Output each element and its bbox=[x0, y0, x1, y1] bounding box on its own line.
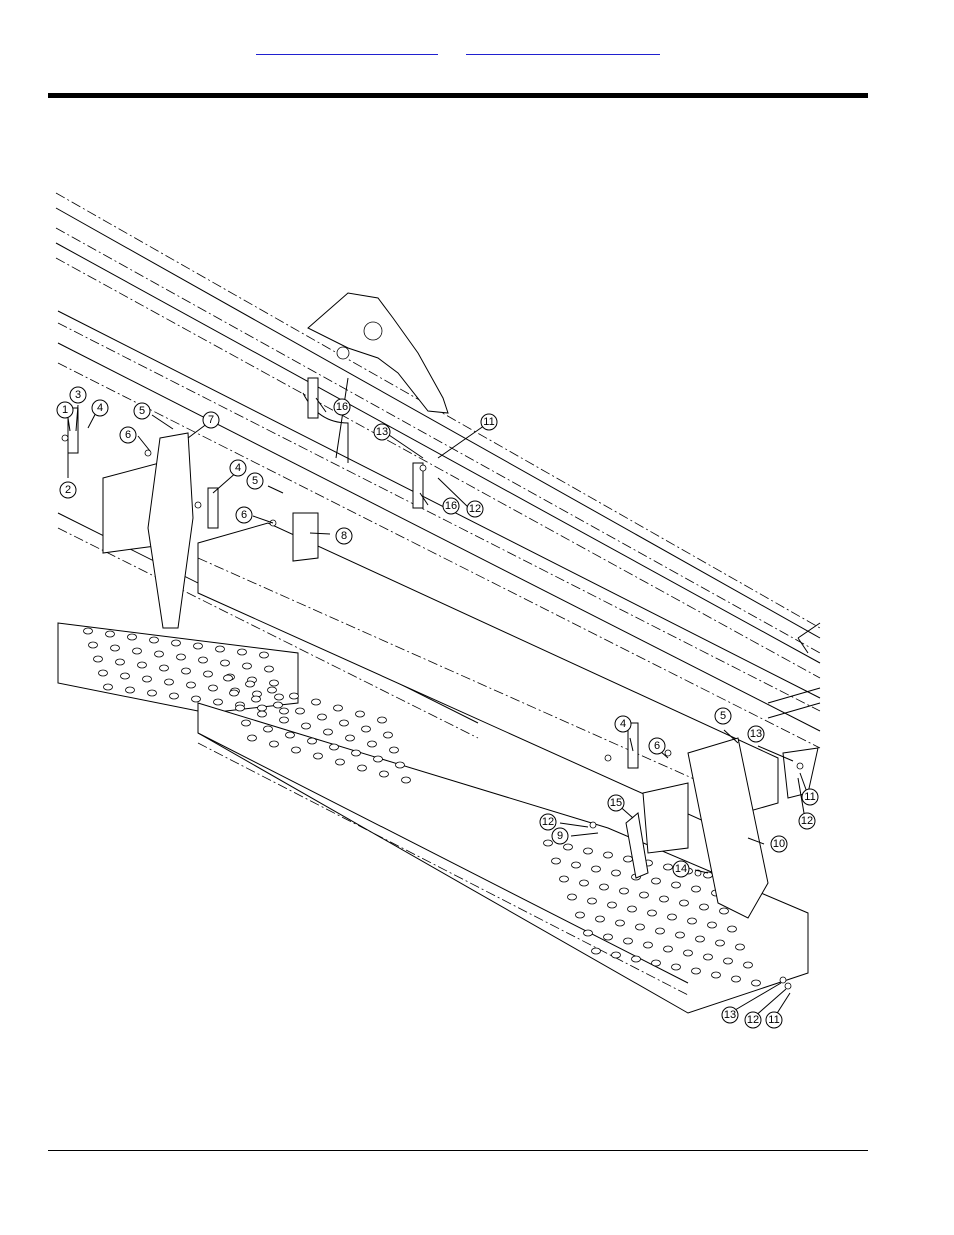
callout-label: 13 bbox=[724, 1009, 736, 1021]
callout-9: 9 bbox=[552, 828, 568, 844]
callout-label: 16 bbox=[336, 401, 348, 413]
callout-13: 13 bbox=[374, 424, 390, 440]
callout-label: 4 bbox=[620, 718, 626, 730]
callout-label: 13 bbox=[750, 728, 762, 740]
callout-label: 5 bbox=[720, 710, 726, 722]
callout-label: 3 bbox=[75, 389, 81, 401]
callout-label: 12 bbox=[469, 503, 481, 515]
header-link-left[interactable] bbox=[256, 38, 438, 55]
callout-11: 11 bbox=[481, 414, 497, 430]
callout-label: 12 bbox=[747, 1014, 759, 1026]
callout-10: 10 bbox=[771, 836, 787, 852]
callout-4: 4 bbox=[92, 400, 108, 416]
callout-5: 5 bbox=[247, 473, 263, 489]
callout-7: 7 bbox=[203, 412, 219, 428]
callout-12: 12 bbox=[540, 814, 556, 830]
callout-16: 16 bbox=[443, 498, 459, 514]
callout-5: 5 bbox=[715, 708, 731, 724]
callout-label: 14 bbox=[675, 863, 687, 875]
callout-12: 12 bbox=[745, 1012, 761, 1028]
callout-6: 6 bbox=[649, 738, 665, 754]
callout-12: 12 bbox=[799, 813, 815, 829]
callout-6: 6 bbox=[120, 427, 136, 443]
callout-label: 12 bbox=[801, 815, 813, 827]
callout-label: 11 bbox=[804, 791, 815, 803]
callout-1: 1 bbox=[57, 402, 73, 418]
callout-label: 6 bbox=[654, 740, 660, 752]
callout-label: 6 bbox=[125, 429, 131, 441]
callout-label: 11 bbox=[483, 416, 494, 428]
callout-label: 7 bbox=[208, 414, 214, 426]
callout-label: 11 bbox=[768, 1014, 779, 1026]
callout-2: 2 bbox=[60, 482, 76, 498]
callout-label: 16 bbox=[445, 500, 457, 512]
callout-label: 13 bbox=[376, 426, 388, 438]
callout-11: 11 bbox=[802, 789, 818, 805]
callout-label: 12 bbox=[542, 816, 554, 828]
callout-8: 8 bbox=[336, 528, 352, 544]
callout-13: 13 bbox=[722, 1007, 738, 1023]
callout-6: 6 bbox=[236, 507, 252, 523]
header-link-right[interactable] bbox=[466, 38, 660, 55]
callout-label: 8 bbox=[341, 530, 347, 542]
callout-label: 6 bbox=[241, 509, 247, 521]
callout-4: 4 bbox=[230, 460, 246, 476]
callout-label: 10 bbox=[773, 838, 785, 850]
callout-label: 9 bbox=[557, 830, 563, 842]
callout-label: 4 bbox=[97, 402, 103, 414]
callout-label: 2 bbox=[65, 484, 71, 496]
frame-drawing bbox=[56, 193, 820, 1013]
callout-label: 5 bbox=[139, 405, 145, 417]
callout-16: 16 bbox=[334, 399, 350, 415]
callout-11: 11 bbox=[766, 1012, 782, 1028]
callout-14: 14 bbox=[673, 861, 689, 877]
header-rule bbox=[48, 93, 868, 98]
callout-label: 15 bbox=[610, 797, 622, 809]
callout-label: 1 bbox=[62, 404, 68, 416]
footer-rule bbox=[48, 1150, 868, 1151]
callout-label: 5 bbox=[252, 475, 258, 487]
callout-15: 15 bbox=[608, 795, 624, 811]
callout-5: 5 bbox=[134, 403, 150, 419]
callout-3: 3 bbox=[70, 387, 86, 403]
callout-12: 12 bbox=[467, 501, 483, 517]
callout-4: 4 bbox=[615, 716, 631, 732]
callout-13: 13 bbox=[748, 726, 764, 742]
callout-label: 4 bbox=[235, 462, 241, 474]
